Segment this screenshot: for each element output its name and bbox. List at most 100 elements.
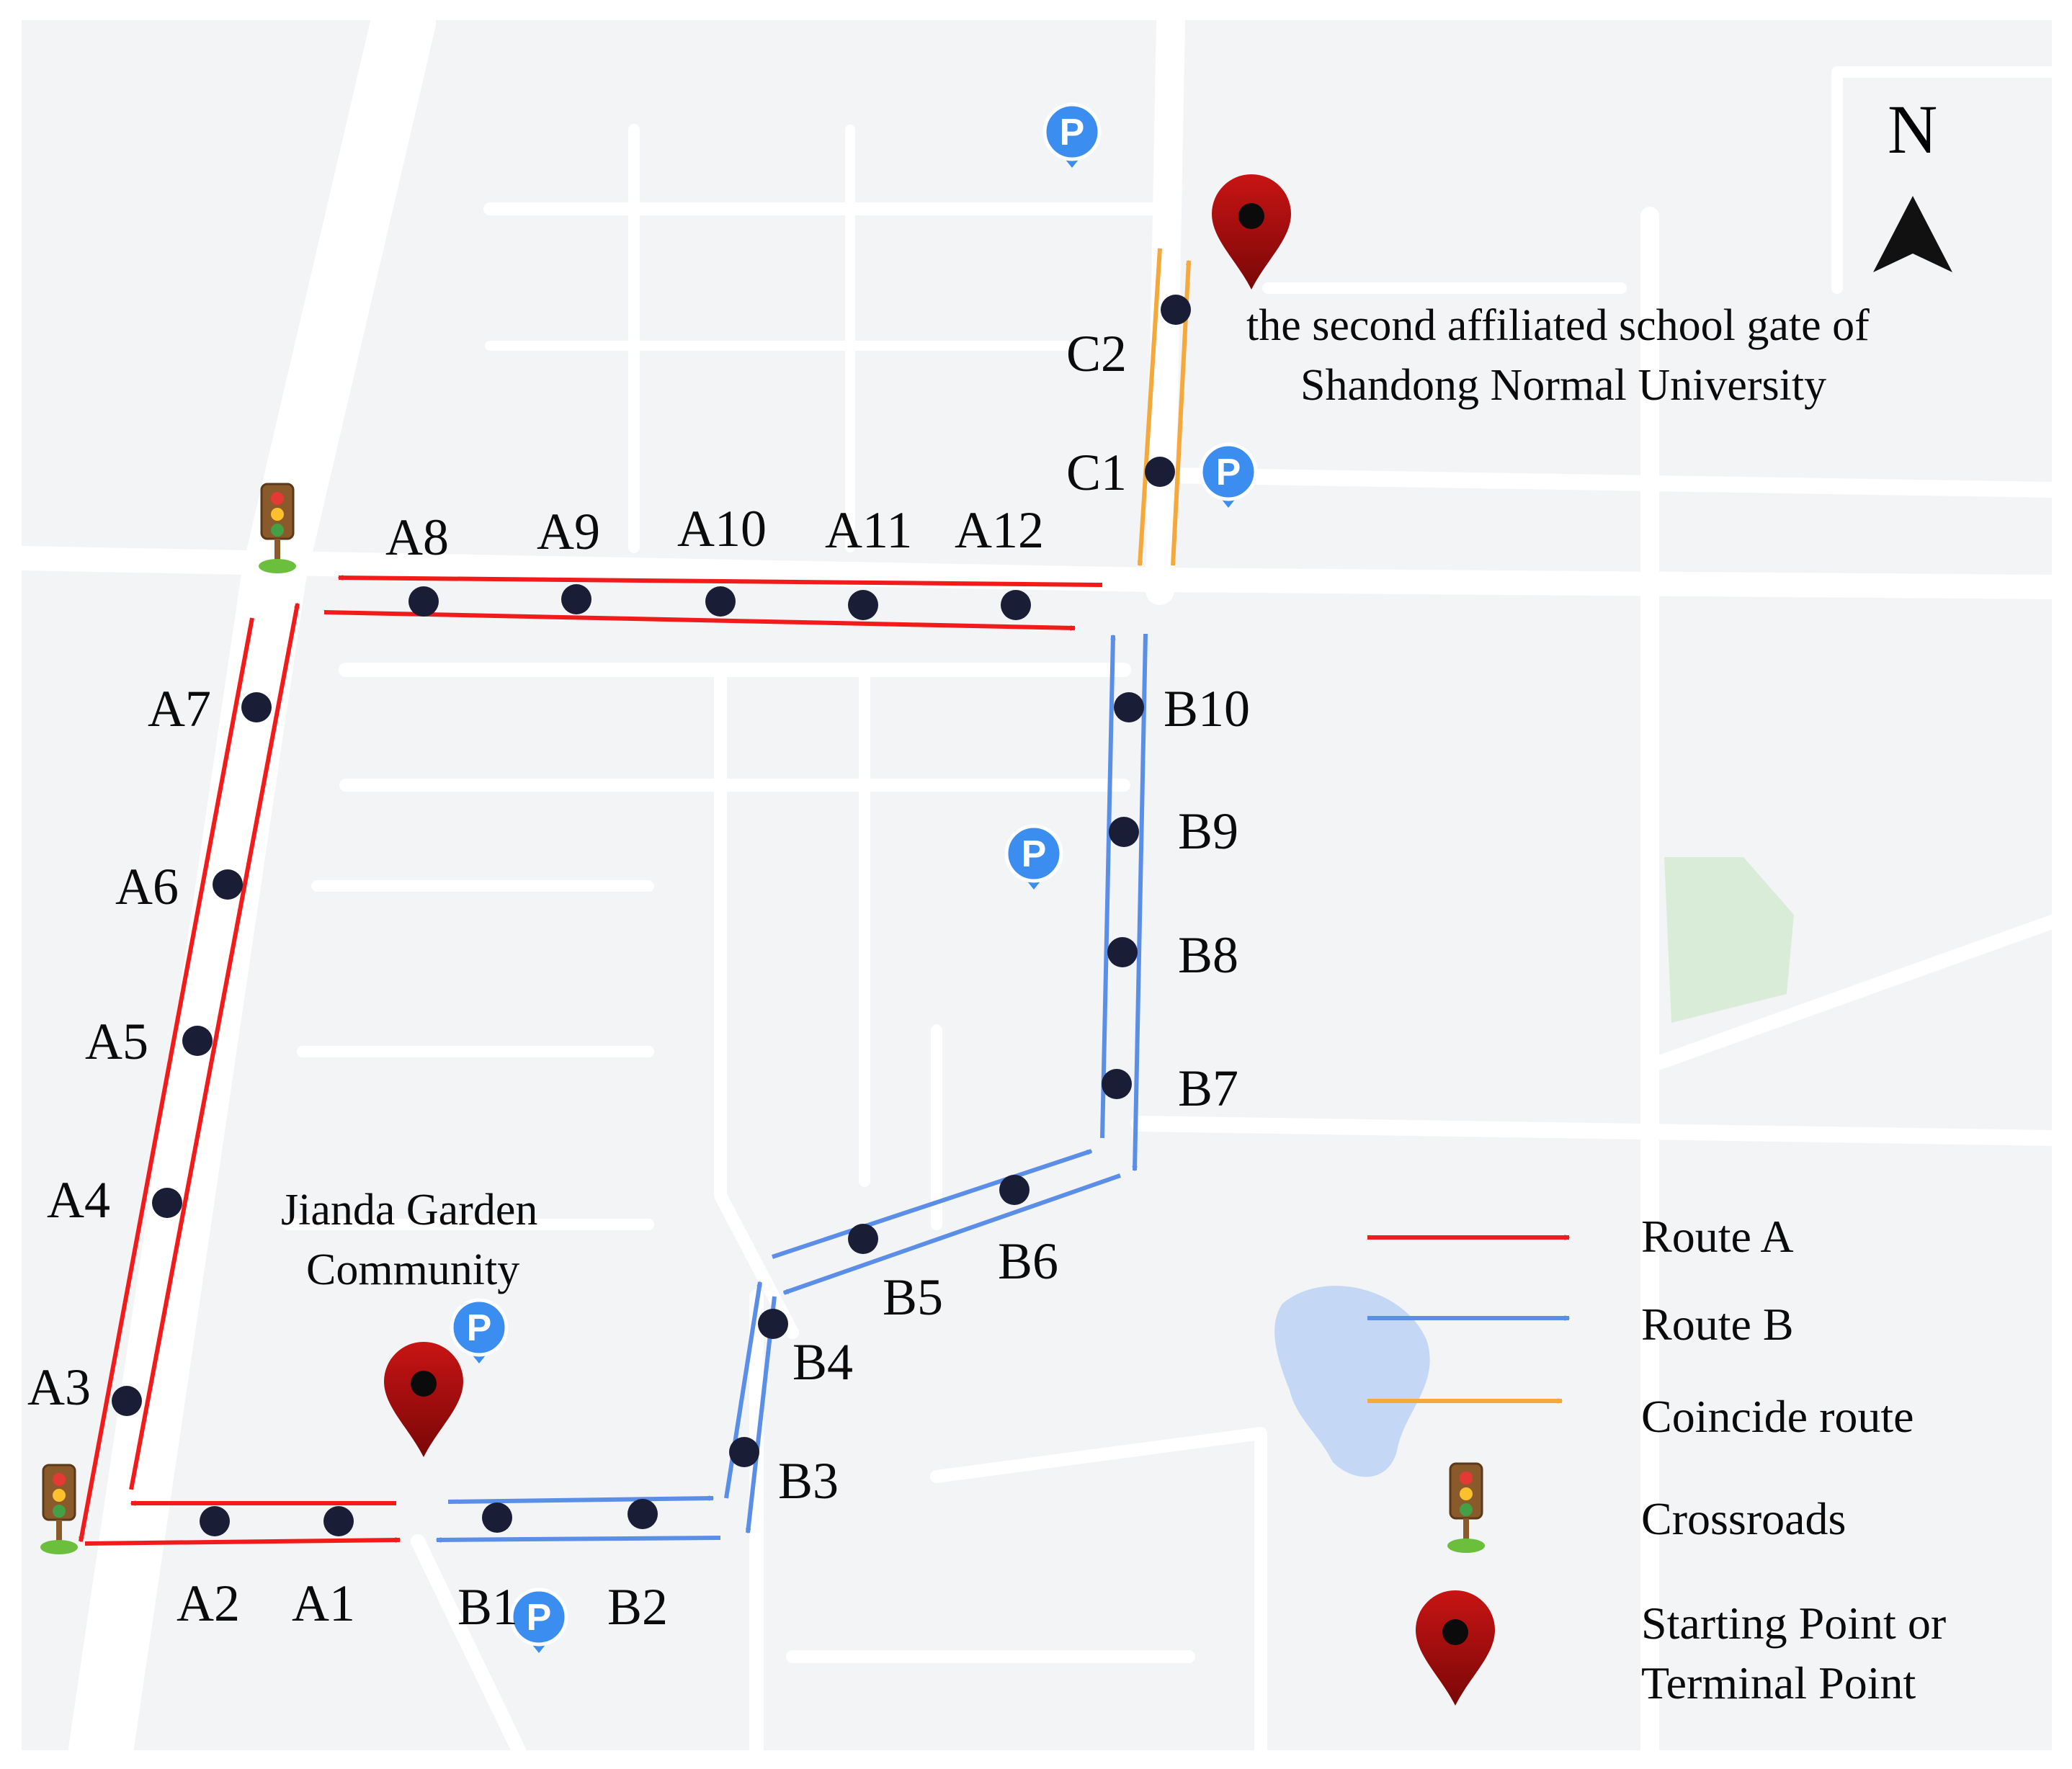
route-node-a12 — [1001, 590, 1031, 620]
route-node-label-b4: B4 — [792, 1333, 853, 1391]
route-a-path-north-west — [339, 578, 1103, 587]
route-node-label-b1: B1 — [457, 1578, 518, 1636]
destination-name-line1: the second affiliated school gate of — [1246, 301, 1870, 350]
legend-item-crossroads: Crossroads — [1447, 1462, 1846, 1553]
route-node-label-c2: C2 — [1066, 325, 1127, 382]
route-node-label-a1: A1 — [292, 1575, 355, 1632]
route-nodes — [112, 295, 1191, 1536]
legend-route-b-label: Route B — [1641, 1299, 1794, 1350]
road-east-diagonal — [1643, 915, 2059, 1073]
route-node-a6 — [213, 869, 243, 900]
route-b-path-1 — [447, 1498, 713, 1504]
route-b-path-7 — [1100, 635, 1113, 1139]
route-node-a7 — [241, 692, 272, 722]
route-node-a9 — [561, 584, 591, 614]
traffic-light-icon — [40, 1464, 78, 1554]
route-b-path-2 — [437, 1536, 721, 1540]
svg-text:P: P — [1216, 452, 1241, 493]
traffic-light-icon — [259, 483, 296, 573]
route-node-label-a12: A12 — [955, 501, 1044, 559]
route-b-path-6 — [784, 1173, 1121, 1295]
route-node-a10 — [705, 586, 736, 617]
parking-icon: P — [1042, 102, 1102, 168]
origin-name-line2: Community — [306, 1245, 519, 1294]
route-node-label-b7: B7 — [1178, 1060, 1238, 1117]
route-node-a4 — [152, 1188, 182, 1218]
route-node-label-b3: B3 — [778, 1452, 839, 1510]
route-node-label-a7: A7 — [148, 680, 211, 738]
road-south-3 — [411, 1534, 526, 1757]
parking-markers: P P P P P — [450, 102, 1258, 1653]
legend-endpoint-label-line1: Starting Point or — [1641, 1598, 1946, 1649]
route-c-path-down — [1140, 248, 1162, 565]
route-node-b1 — [482, 1502, 512, 1533]
route-node-label-a4: A4 — [47, 1171, 110, 1229]
water-area — [1274, 1286, 1430, 1477]
route-node-a5 — [182, 1026, 213, 1056]
route-node-label-b9: B9 — [1178, 802, 1238, 860]
svg-text:P: P — [527, 1597, 552, 1639]
route-a-path-west-up — [129, 604, 300, 1490]
route-b-path-5 — [772, 1149, 1091, 1259]
route-a-path-north-east — [323, 610, 1075, 628]
route-node-label-a5: A5 — [85, 1013, 148, 1070]
parking-icon: P — [1004, 824, 1063, 890]
route-a-path-bottom-east — [84, 1540, 400, 1546]
route-node-label-b2: B2 — [607, 1578, 668, 1636]
legend: Route A Route B Coincide route Crossroad… — [1367, 1211, 1946, 1708]
route-node-label-a2: A2 — [177, 1575, 240, 1632]
route-node-b5 — [848, 1224, 878, 1254]
legend-item-endpoint: Starting Point or Terminal Point — [1416, 1590, 1946, 1708]
road-east-west-main — [9, 546, 2064, 599]
route-node-b3 — [729, 1437, 759, 1467]
route-node-label-b6: B6 — [998, 1232, 1058, 1290]
route-node-label-a8: A8 — [385, 509, 449, 566]
svg-text:P: P — [1060, 112, 1085, 153]
north-label: N — [1888, 91, 1937, 168]
road-internal-3 — [714, 671, 799, 1339]
route-node-c2 — [1161, 295, 1191, 325]
destination-name-line2: Shandong Normal University — [1300, 361, 1826, 410]
destination-pin-icon — [1212, 174, 1291, 290]
route-node-label-b8: B8 — [1178, 926, 1238, 984]
route-node-label-a3: A3 — [27, 1358, 91, 1416]
legend-route-a-label: Route A — [1641, 1211, 1794, 1262]
legend-item-route-b: Route B — [1367, 1299, 1794, 1350]
route-node-b8 — [1107, 937, 1138, 967]
route-node-label-a10: A10 — [677, 500, 767, 557]
route-node-label-a11: A11 — [825, 501, 912, 559]
route-node-label-b5: B5 — [883, 1268, 943, 1326]
roads — [9, 0, 2064, 1769]
route-node-a3 — [112, 1386, 142, 1416]
legend-crossroads-label: Crossroads — [1641, 1493, 1846, 1544]
route-node-a1 — [323, 1506, 354, 1536]
park-green-area — [1664, 857, 1794, 1023]
parking-icon: P — [509, 1587, 568, 1653]
legend-item-coincide: Coincide route — [1367, 1391, 1914, 1442]
legend-coincide-label: Coincide route — [1641, 1391, 1914, 1442]
route-b-path-3 — [724, 1282, 760, 1499]
compass: N — [1873, 91, 1952, 272]
route-node-label-a6: A6 — [115, 858, 179, 915]
route-node-a8 — [408, 586, 439, 617]
road-south-4 — [930, 1427, 1267, 1757]
road-east-horizontal-2 — [1130, 1116, 2060, 1146]
route-node-label-c1: C1 — [1066, 444, 1127, 501]
legend-pin-icon — [1416, 1590, 1495, 1706]
route-a — [79, 578, 1103, 1546]
route-node-b10 — [1114, 692, 1144, 722]
route-node-b2 — [628, 1499, 658, 1529]
route-node-label-a9: A9 — [537, 503, 600, 560]
origin-name-line1: Jianda Garden — [281, 1186, 537, 1235]
route-node-label-b10: B10 — [1164, 680, 1250, 738]
origin-pin-icon — [384, 1341, 463, 1457]
legend-traffic-light-icon — [1447, 1462, 1485, 1553]
route-b — [437, 633, 1148, 1540]
route-node-b6 — [999, 1175, 1030, 1205]
route-node-b7 — [1102, 1069, 1132, 1099]
route-b-path-8 — [1135, 633, 1148, 1170]
parking-icon: P — [450, 1298, 509, 1363]
route-node-c1 — [1145, 457, 1175, 487]
